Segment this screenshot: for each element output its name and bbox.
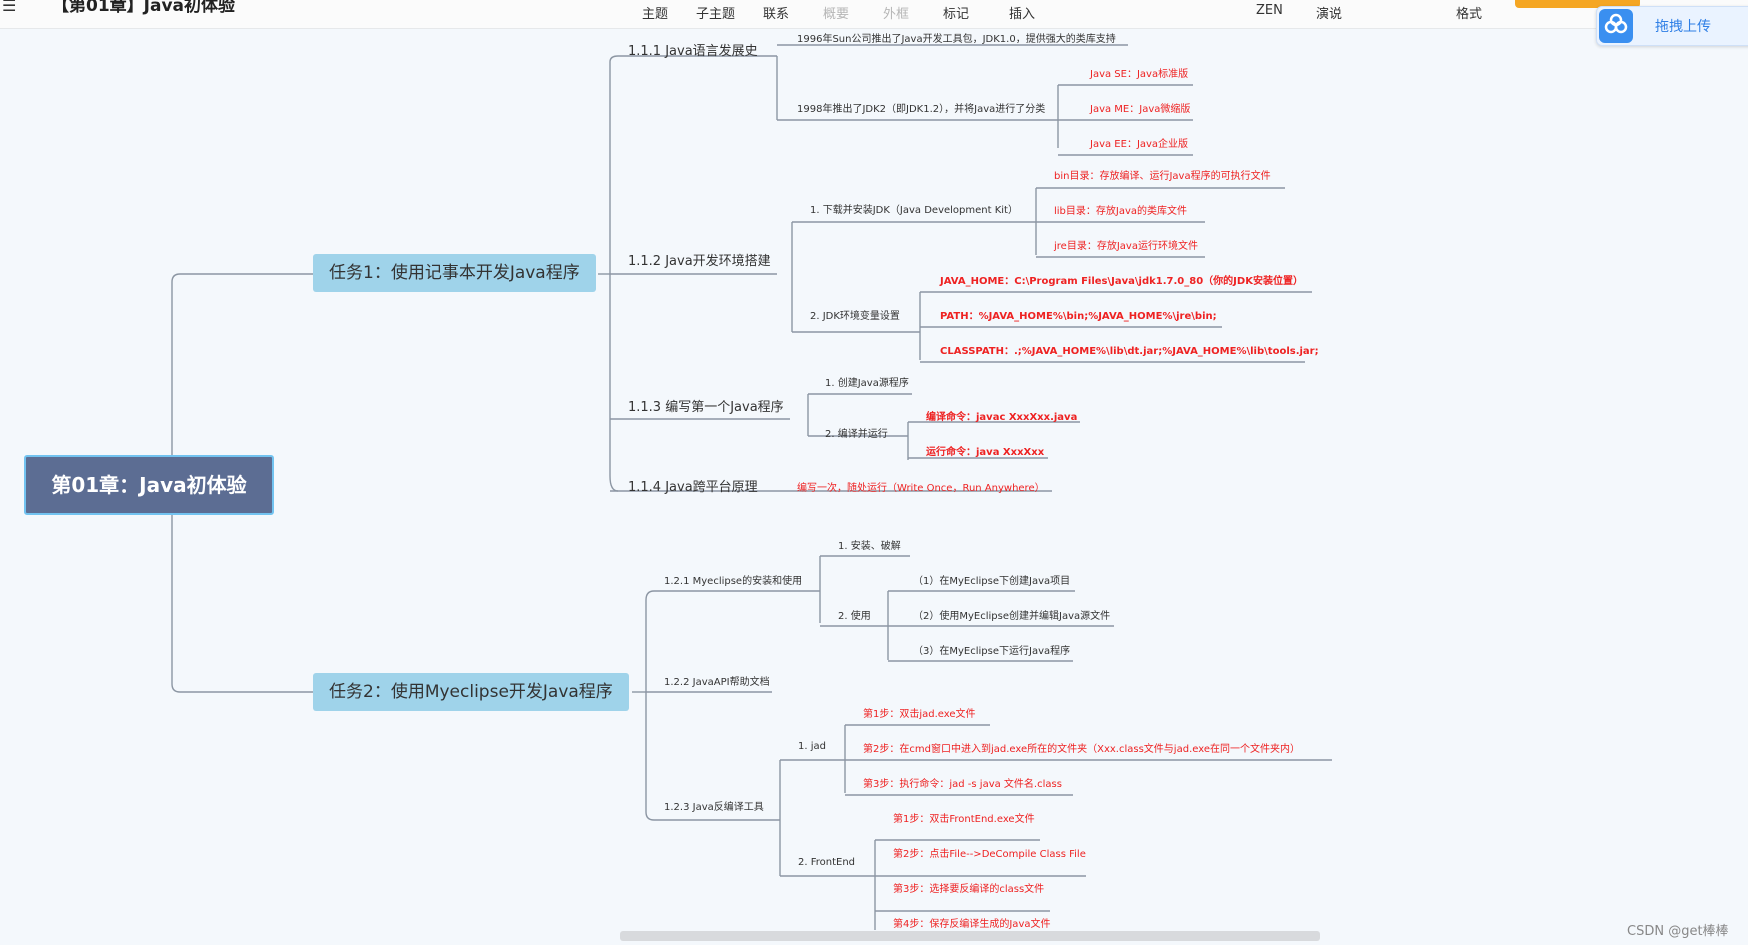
- jad-step-2[interactable]: 第2步：在cmd窗口中进入到jad.exe所在的文件夹（Xxx.class文件与…: [863, 744, 1300, 755]
- section-1-1-2[interactable]: 1.1.2 Java开发环境搭建: [628, 254, 771, 269]
- menu-subtopic[interactable]: 子主题: [696, 7, 736, 22]
- root-node[interactable]: 第01章：Java初体验: [24, 455, 274, 515]
- top-toolbar: ☰ 【第01章】Java初体验 主题 子主题 联系 概要 外框 标记 插入 ZE…: [0, 0, 1748, 29]
- edition-java-ee[interactable]: Java EE：Java企业版: [1090, 139, 1189, 150]
- task1-node[interactable]: 任务1：使用记事本开发Java程序: [313, 254, 596, 292]
- menu-insert[interactable]: 插入: [1009, 7, 1036, 22]
- section-1-1-4[interactable]: 1.1.4 Java跨平台原理: [628, 480, 758, 495]
- frontend-step-1[interactable]: 第1步：双击FrontEnd.exe文件: [893, 814, 1035, 825]
- menu-zen[interactable]: ZEN: [1256, 3, 1283, 18]
- menu-presentation[interactable]: 演说: [1316, 7, 1343, 22]
- jad-step-1[interactable]: 第1步：双击jad.exe文件: [863, 709, 976, 720]
- menu-relation[interactable]: 联系: [763, 7, 790, 22]
- watermark: CSDN @get棒棒: [1627, 924, 1729, 939]
- history-item-1998[interactable]: 1998年推出了JDK2（即JDK1.2），并将Java进行了分类: [797, 104, 1046, 115]
- horizontal-scrollbar[interactable]: [620, 931, 1320, 941]
- hamburger-menu-icon[interactable]: ☰: [2, 0, 17, 15]
- myeclipse-run-program[interactable]: （3）在MyEclipse下运行Java程序: [913, 646, 1071, 657]
- menu-summary[interactable]: 概要: [823, 7, 850, 22]
- section-1-1-1[interactable]: 1.1.1 Java语言发展史: [628, 44, 758, 59]
- compile-command[interactable]: 编译命令：javac XxxXxx.java: [926, 412, 1078, 423]
- menu-marker[interactable]: 标记: [943, 7, 970, 22]
- document-title: 【第01章】Java初体验: [52, 0, 236, 16]
- compile-run-step[interactable]: 2. 编译并运行: [825, 429, 888, 440]
- menu-boundary[interactable]: 外框: [883, 7, 910, 22]
- jad-tool[interactable]: 1. jad: [798, 741, 826, 752]
- env-classpath[interactable]: CLASSPATH：.;%JAVA_HOME%\lib\dt.jar;%JAVA…: [940, 346, 1319, 357]
- task2-node[interactable]: 任务2：使用Myeclipse开发Java程序: [313, 673, 629, 711]
- section-1-1-3[interactable]: 1.1.3 编写第一个Java程序: [628, 400, 784, 415]
- drag-upload-button[interactable]: 拖拽上传: [1596, 6, 1748, 46]
- frontend-step-2[interactable]: 第2步：点击File-->DeCompile Class File: [893, 849, 1086, 860]
- install-myeclipse-step[interactable]: 1. 安装、破解: [838, 541, 901, 552]
- jdk-jre-dir[interactable]: jre目录：存放Java运行环境文件: [1054, 241, 1198, 252]
- frontend-step-4[interactable]: 第4步：保存反编译生成的Java文件: [893, 919, 1051, 930]
- save-button[interactable]: [1515, 0, 1640, 8]
- frontend-step-3[interactable]: 第3步：选择要反编译的class文件: [893, 884, 1045, 895]
- edition-java-me[interactable]: Java ME：Java微缩版: [1090, 104, 1191, 115]
- cloud-icon: [1599, 9, 1633, 43]
- section-1-2-3[interactable]: 1.2.3 Java反编译工具: [664, 802, 764, 813]
- myeclipse-create-project[interactable]: （1）在MyEclipse下创建Java项目: [913, 576, 1071, 587]
- section-1-2-2[interactable]: 1.2.2 JavaAPI帮助文档: [664, 677, 770, 688]
- cross-platform-note[interactable]: 编写一次，随处运行（Write Once，Run Anywhere）: [797, 483, 1045, 494]
- jdk-bin-dir[interactable]: bin目录：存放编译、运行Java程序的可执行文件: [1054, 171, 1271, 182]
- history-item-1996[interactable]: 1996年Sun公司推出了Java开发工具包，JDK1.0，提供强大的类库支持: [797, 34, 1116, 45]
- edition-java-se[interactable]: Java SE：Java标准版: [1090, 69, 1189, 80]
- env-path[interactable]: PATH：%JAVA_HOME%\bin;%JAVA_HOME%\jre\bin…: [940, 311, 1217, 322]
- section-1-2-1[interactable]: 1.2.1 Myeclipse的安装和使用: [664, 576, 803, 587]
- env-java-home[interactable]: JAVA_HOME：C:\Program Files\Java\jdk1.7.0…: [940, 276, 1303, 287]
- run-command[interactable]: 运行命令：java XxxXxx: [926, 447, 1045, 458]
- jdk-lib-dir[interactable]: lib目录：存放Java的类库文件: [1054, 206, 1188, 217]
- install-jdk-step[interactable]: 1. 下载并安装JDK（Java Development Kit）: [810, 205, 1018, 216]
- menu-topic[interactable]: 主题: [642, 7, 669, 22]
- env-var-step[interactable]: 2. JDK环境变量设置: [810, 311, 900, 322]
- use-myeclipse-step[interactable]: 2. 使用: [838, 611, 871, 622]
- jad-step-3[interactable]: 第3步：执行命令：jad -s java 文件名.class: [863, 779, 1062, 790]
- upload-label: 拖拽上传: [1655, 19, 1711, 35]
- frontend-tool[interactable]: 2. FrontEnd: [798, 857, 856, 868]
- myeclipse-edit-source[interactable]: （2）使用MyEclipse创建并编辑Java源文件: [913, 611, 1111, 622]
- create-source-step[interactable]: 1. 创建Java源程序: [825, 378, 909, 389]
- menu-format[interactable]: 格式: [1456, 7, 1483, 22]
